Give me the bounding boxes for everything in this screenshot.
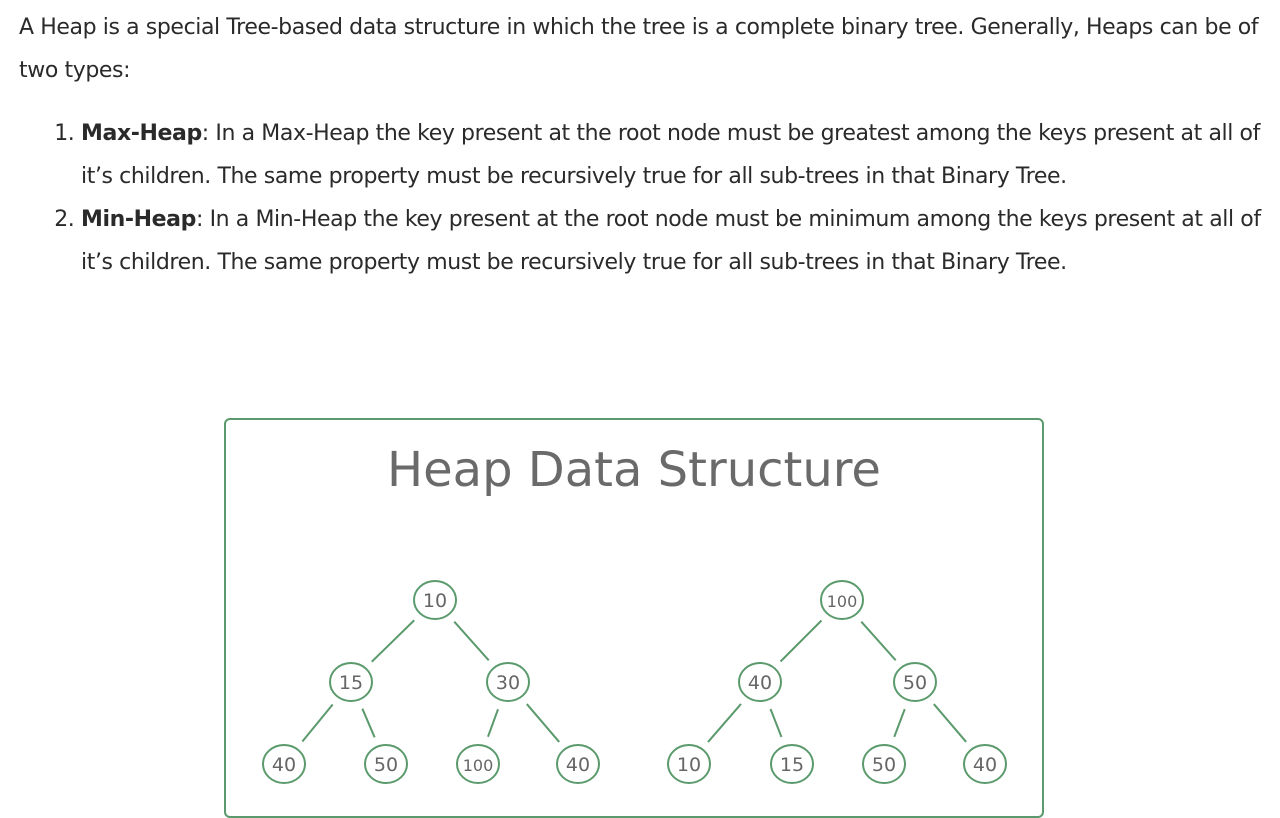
tree-edge (707, 703, 742, 743)
tree-edge (371, 619, 415, 663)
tree-node (667, 744, 711, 784)
tree-edge (453, 620, 490, 662)
list-item-min-heap: Min-Heap: In a Min-Heap the key present … (81, 198, 1280, 284)
heap-types-list: Max-Heap: In a Max-Heap the key present … (48, 112, 1280, 284)
tree-node (329, 662, 373, 702)
tree-node (262, 744, 306, 784)
tree-edge (933, 703, 967, 743)
tree-node (862, 744, 906, 784)
tree-node (893, 662, 937, 702)
node-value: 15 (339, 672, 363, 694)
tree-edge (769, 708, 783, 738)
term: Min-Heap (81, 207, 196, 232)
tree-node (364, 744, 408, 784)
tree-node (738, 662, 782, 702)
term: Max-Heap (81, 121, 202, 146)
tree-edge (361, 708, 376, 738)
tree-edge (779, 619, 823, 663)
node-value: 50 (872, 754, 896, 776)
tree-node (486, 662, 530, 702)
tree-edge (860, 620, 897, 662)
heap-trees: 10 15 30 40 50 100 40 100 40 50 10 15 50 40 (262, 580, 1007, 784)
tree-node (456, 744, 500, 784)
figure-title: Heap Data Structure (387, 442, 881, 498)
tree-node (963, 744, 1007, 784)
tree-node (770, 744, 814, 784)
node-value: 50 (374, 754, 398, 776)
description: : In a Min-Heap the key present at the r… (81, 207, 1261, 275)
min-heap-tree: 10 15 30 40 50 100 40 (262, 580, 600, 784)
max-heap-tree: 100 40 50 10 15 50 40 (667, 580, 1007, 784)
intro-paragraph: A Heap is a special Tree-based data stru… (19, 15, 1259, 83)
node-value: 10 (423, 590, 447, 612)
tree-edge (487, 708, 499, 738)
node-value: 40 (973, 754, 997, 776)
node-value: 40 (748, 672, 772, 694)
node-value: 10 (677, 754, 701, 776)
node-value: 40 (566, 754, 590, 776)
node-value: 30 (496, 672, 520, 694)
node-value: 15 (780, 754, 804, 776)
node-value: 100 (463, 756, 494, 775)
node-value: 50 (903, 672, 927, 694)
tree-edge (301, 703, 334, 743)
list-item-max-heap: Max-Heap: In a Max-Heap the key present … (81, 112, 1280, 198)
tree-edge (526, 703, 560, 743)
description: : In a Max-Heap the key present at the r… (81, 121, 1260, 189)
tree-edge (893, 708, 906, 738)
tree-node (820, 580, 864, 620)
node-value: 100 (827, 592, 858, 611)
tree-node (413, 580, 457, 620)
node-value: 40 (272, 754, 296, 776)
tree-node (556, 744, 600, 784)
